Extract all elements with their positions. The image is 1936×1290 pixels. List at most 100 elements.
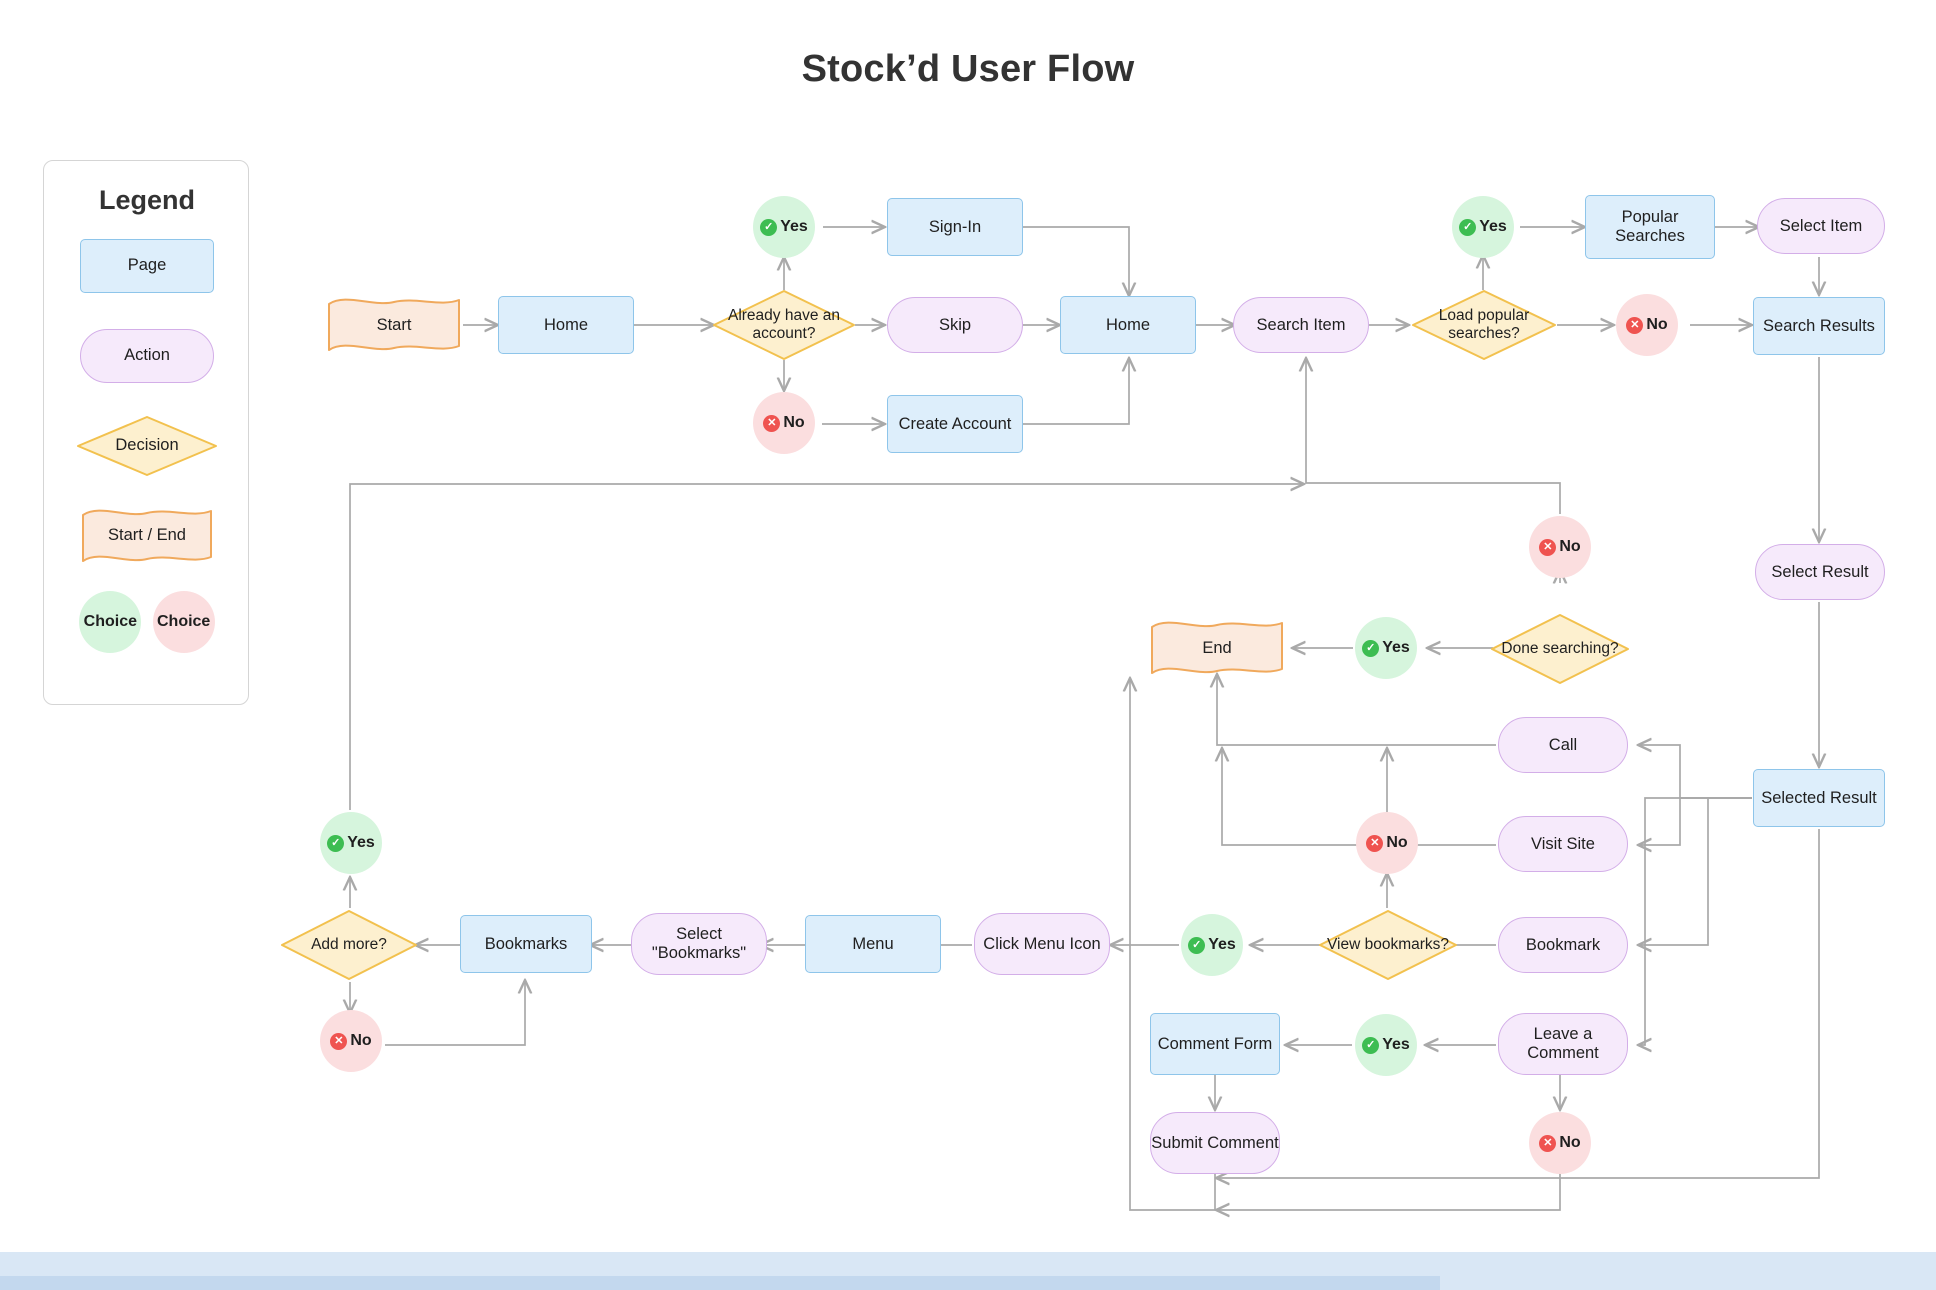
legend-terminal-label: Start / End: [108, 526, 186, 545]
node-home-2[interactable]: Home: [1060, 296, 1196, 354]
node-visit-site[interactable]: Visit Site: [1498, 816, 1628, 872]
node-end-label: End: [1202, 638, 1232, 657]
node-choice-popular-no-label: No: [1646, 315, 1668, 333]
node-home-1[interactable]: Home: [498, 296, 634, 354]
node-start[interactable]: Start: [325, 294, 463, 356]
node-select-bookmarks[interactable]: Select "Bookmarks": [631, 913, 767, 975]
node-choice-view-no[interactable]: ✕ No: [1356, 812, 1418, 874]
legend-terminal-shape: Start / End: [79, 505, 215, 567]
node-comment-form-label: Comment Form: [1157, 1034, 1273, 1053]
legend-choice-yes-label: Choice: [83, 613, 137, 630]
node-choice-add-yes-label: Yes: [347, 833, 375, 851]
check-circle-icon: ✓: [1459, 218, 1477, 236]
node-choice-popular-no[interactable]: ✕ No: [1616, 294, 1678, 356]
check-circle-icon: ✓: [1362, 639, 1380, 657]
node-search-item-label: Search Item: [1256, 315, 1346, 334]
node-choice-account-no[interactable]: ✕ No: [753, 392, 815, 454]
legend-title: Legend: [98, 185, 195, 215]
node-end[interactable]: End: [1148, 617, 1286, 679]
node-done-searching[interactable]: Done searching?: [1490, 613, 1630, 685]
node-choice-add-yes[interactable]: ✓ Yes: [320, 812, 382, 874]
node-select-item[interactable]: Select Item: [1757, 198, 1885, 254]
node-done-searching-label: Done searching?: [1501, 640, 1619, 658]
node-already-have-account[interactable]: Already have an account?: [712, 289, 856, 361]
node-already-have-account-label: Already have an account?: [727, 307, 841, 342]
node-choice-account-yes-label: Yes: [780, 217, 808, 235]
node-popular-searches-label: Popular Searches: [1615, 208, 1685, 245]
node-choice-add-no-label: No: [350, 1031, 372, 1049]
node-create-account[interactable]: Create Account: [887, 395, 1023, 453]
node-skip-label: Skip: [938, 315, 972, 334]
node-load-popular-searches[interactable]: Load popular searches?: [1411, 289, 1557, 361]
legend-decision-shape: Decision: [76, 415, 218, 477]
diamond-icon: [713, 290, 855, 360]
legend-item-page: Page: [44, 239, 250, 293]
node-click-menu-icon[interactable]: Click Menu Icon: [974, 913, 1110, 975]
node-select-result-label: Select Result: [1771, 562, 1869, 581]
node-choice-done-no[interactable]: ✕ No: [1529, 516, 1591, 578]
node-select-result[interactable]: Select Result: [1755, 544, 1885, 600]
diamond-icon: [77, 416, 217, 476]
node-bookmark[interactable]: Bookmark: [1498, 917, 1628, 973]
node-choice-account-yes[interactable]: ✓ Yes: [753, 196, 815, 258]
legend-page-label: Page: [127, 256, 167, 275]
node-sign-in[interactable]: Sign-In: [887, 198, 1023, 256]
node-select-bookmarks-label: Select "Bookmarks": [651, 925, 747, 962]
node-search-item[interactable]: Search Item: [1233, 297, 1369, 353]
node-bookmarks[interactable]: Bookmarks: [460, 915, 592, 973]
node-search-results[interactable]: Search Results: [1753, 297, 1885, 355]
node-choice-comment-no-label: No: [1559, 1133, 1581, 1151]
node-add-more-label: Add more?: [311, 936, 387, 954]
node-choice-account-no-label: No: [783, 413, 805, 431]
node-call[interactable]: Call: [1498, 717, 1628, 773]
legend-panel: Legend Page Action Decision: [43, 160, 249, 705]
node-home-2-label: Home: [1105, 315, 1150, 334]
node-choice-comment-yes[interactable]: ✓ Yes: [1355, 1014, 1417, 1076]
legend-decision-label: Decision: [115, 436, 179, 455]
node-choice-add-no[interactable]: ✕ No: [320, 1010, 382, 1072]
node-choice-popular-yes[interactable]: ✓ Yes: [1452, 196, 1514, 258]
node-choice-done-no-label: No: [1559, 537, 1581, 555]
diamond-icon: [281, 910, 417, 980]
x-circle-icon: ✕: [1626, 316, 1644, 334]
legend-item-terminal: Start / End: [44, 505, 250, 567]
legend-action-label: Action: [124, 346, 170, 365]
node-choice-view-yes[interactable]: ✓ Yes: [1181, 914, 1243, 976]
x-circle-icon: ✕: [763, 414, 781, 432]
node-choice-comment-yes-label: Yes: [1382, 1035, 1410, 1053]
diamond-icon: [1412, 290, 1556, 360]
page-title: Stock’d User Flow: [801, 48, 1135, 90]
node-skip[interactable]: Skip: [887, 297, 1023, 353]
diamond-icon: [1491, 614, 1629, 684]
node-choice-done-yes-label: Yes: [1382, 638, 1410, 656]
legend-choice-no-shape: Choice: [152, 591, 215, 653]
node-load-popular-searches-label: Load popular searches?: [1438, 307, 1530, 342]
node-choice-done-yes[interactable]: ✓ Yes: [1355, 617, 1417, 679]
legend-item-decision: Decision: [44, 415, 250, 477]
diamond-icon: [1319, 910, 1457, 980]
flag-shape-icon: [82, 509, 212, 562]
node-start-label: Start: [376, 315, 412, 334]
node-popular-searches[interactable]: Popular Searches: [1585, 195, 1715, 259]
node-leave-a-comment[interactable]: Leave a Comment: [1498, 1013, 1628, 1075]
node-submit-comment[interactable]: Submit Comment: [1150, 1112, 1280, 1174]
node-view-bookmarks[interactable]: View bookmarks?: [1318, 909, 1458, 981]
node-selected-result[interactable]: Selected Result: [1753, 769, 1885, 827]
check-circle-icon: ✓: [327, 834, 345, 852]
legend-choice-yes-shape: Choice: [79, 591, 142, 653]
node-choice-view-yes-label: Yes: [1208, 935, 1236, 953]
node-selected-result-label: Selected Result: [1761, 788, 1877, 807]
check-circle-icon: ✓: [760, 218, 778, 236]
node-add-more[interactable]: Add more?: [280, 909, 418, 981]
node-search-results-label: Search Results: [1763, 316, 1875, 335]
node-menu[interactable]: Menu: [805, 915, 941, 973]
node-bookmarks-label: Bookmarks: [484, 934, 568, 953]
node-choice-comment-no[interactable]: ✕ No: [1529, 1112, 1591, 1174]
node-bookmark-label: Bookmark: [1525, 935, 1601, 954]
x-circle-icon: ✕: [1539, 538, 1557, 556]
node-leave-a-comment-label: Leave a Comment: [1527, 1025, 1599, 1062]
node-select-item-label: Select Item: [1779, 216, 1863, 235]
node-comment-form[interactable]: Comment Form: [1150, 1013, 1280, 1075]
